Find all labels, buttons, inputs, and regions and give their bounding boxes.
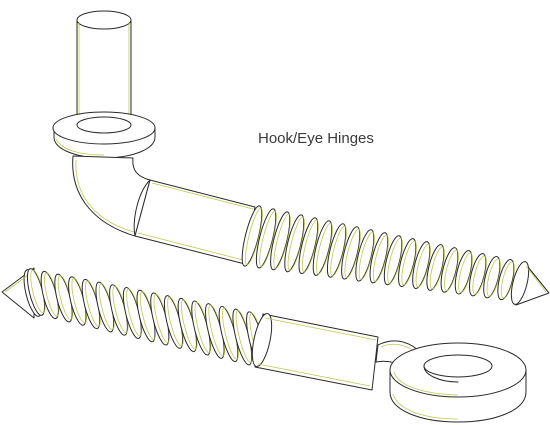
thread-ring [355, 229, 375, 282]
thread-highlight [273, 213, 291, 269]
hook-hinge [52, 10, 550, 306]
thread-ring [440, 247, 459, 293]
thread-highlight [287, 216, 305, 271]
thread-ring [426, 244, 445, 291]
thread-highlight [415, 243, 431, 288]
thread-ring [270, 211, 291, 271]
thread-ring [298, 217, 319, 275]
hook-pin [76, 10, 132, 126]
thread-highlight [458, 252, 473, 293]
hook-shank [133, 179, 256, 265]
thread-highlight [301, 219, 319, 273]
thread-highlight [358, 231, 375, 280]
thread-highlight [387, 237, 403, 284]
hook-tip [510, 261, 550, 306]
thread-ring [383, 235, 403, 286]
thread-ring [468, 253, 487, 297]
thread-highlight [330, 225, 347, 277]
thread-ring [312, 220, 333, 276]
thread-highlight [401, 240, 417, 286]
thread-highlight [259, 210, 277, 267]
thread-ring [341, 226, 361, 280]
thread-highlight [316, 222, 333, 275]
thread-highlight [472, 255, 487, 295]
thread-highlight [500, 261, 515, 299]
thread-highlight [444, 249, 459, 292]
hook-collar [52, 111, 156, 159]
thread-ring [255, 208, 277, 269]
thread-ring [454, 250, 473, 295]
diagram-title: Hook/Eye Hinges [258, 130, 374, 147]
hook-threads [241, 205, 529, 302]
thread-ring [412, 241, 431, 290]
thread-ring [284, 214, 305, 273]
thread-highlight [344, 228, 361, 278]
thread-highlight [245, 207, 263, 266]
eye-bolt-ring [389, 342, 527, 423]
thread-ring [369, 232, 389, 284]
eye-bolt-shank [251, 313, 379, 391]
thread-highlight [429, 246, 445, 290]
thread-ring [483, 256, 501, 299]
thread-ring [497, 259, 515, 301]
thread-ring [398, 238, 417, 288]
eye-bolt-threads [26, 268, 267, 369]
eye-bolt [1, 267, 527, 423]
thread-highlight [372, 234, 389, 282]
thread-ring [241, 205, 263, 267]
thread-highlight [486, 258, 501, 297]
thread-ring [326, 223, 347, 278]
